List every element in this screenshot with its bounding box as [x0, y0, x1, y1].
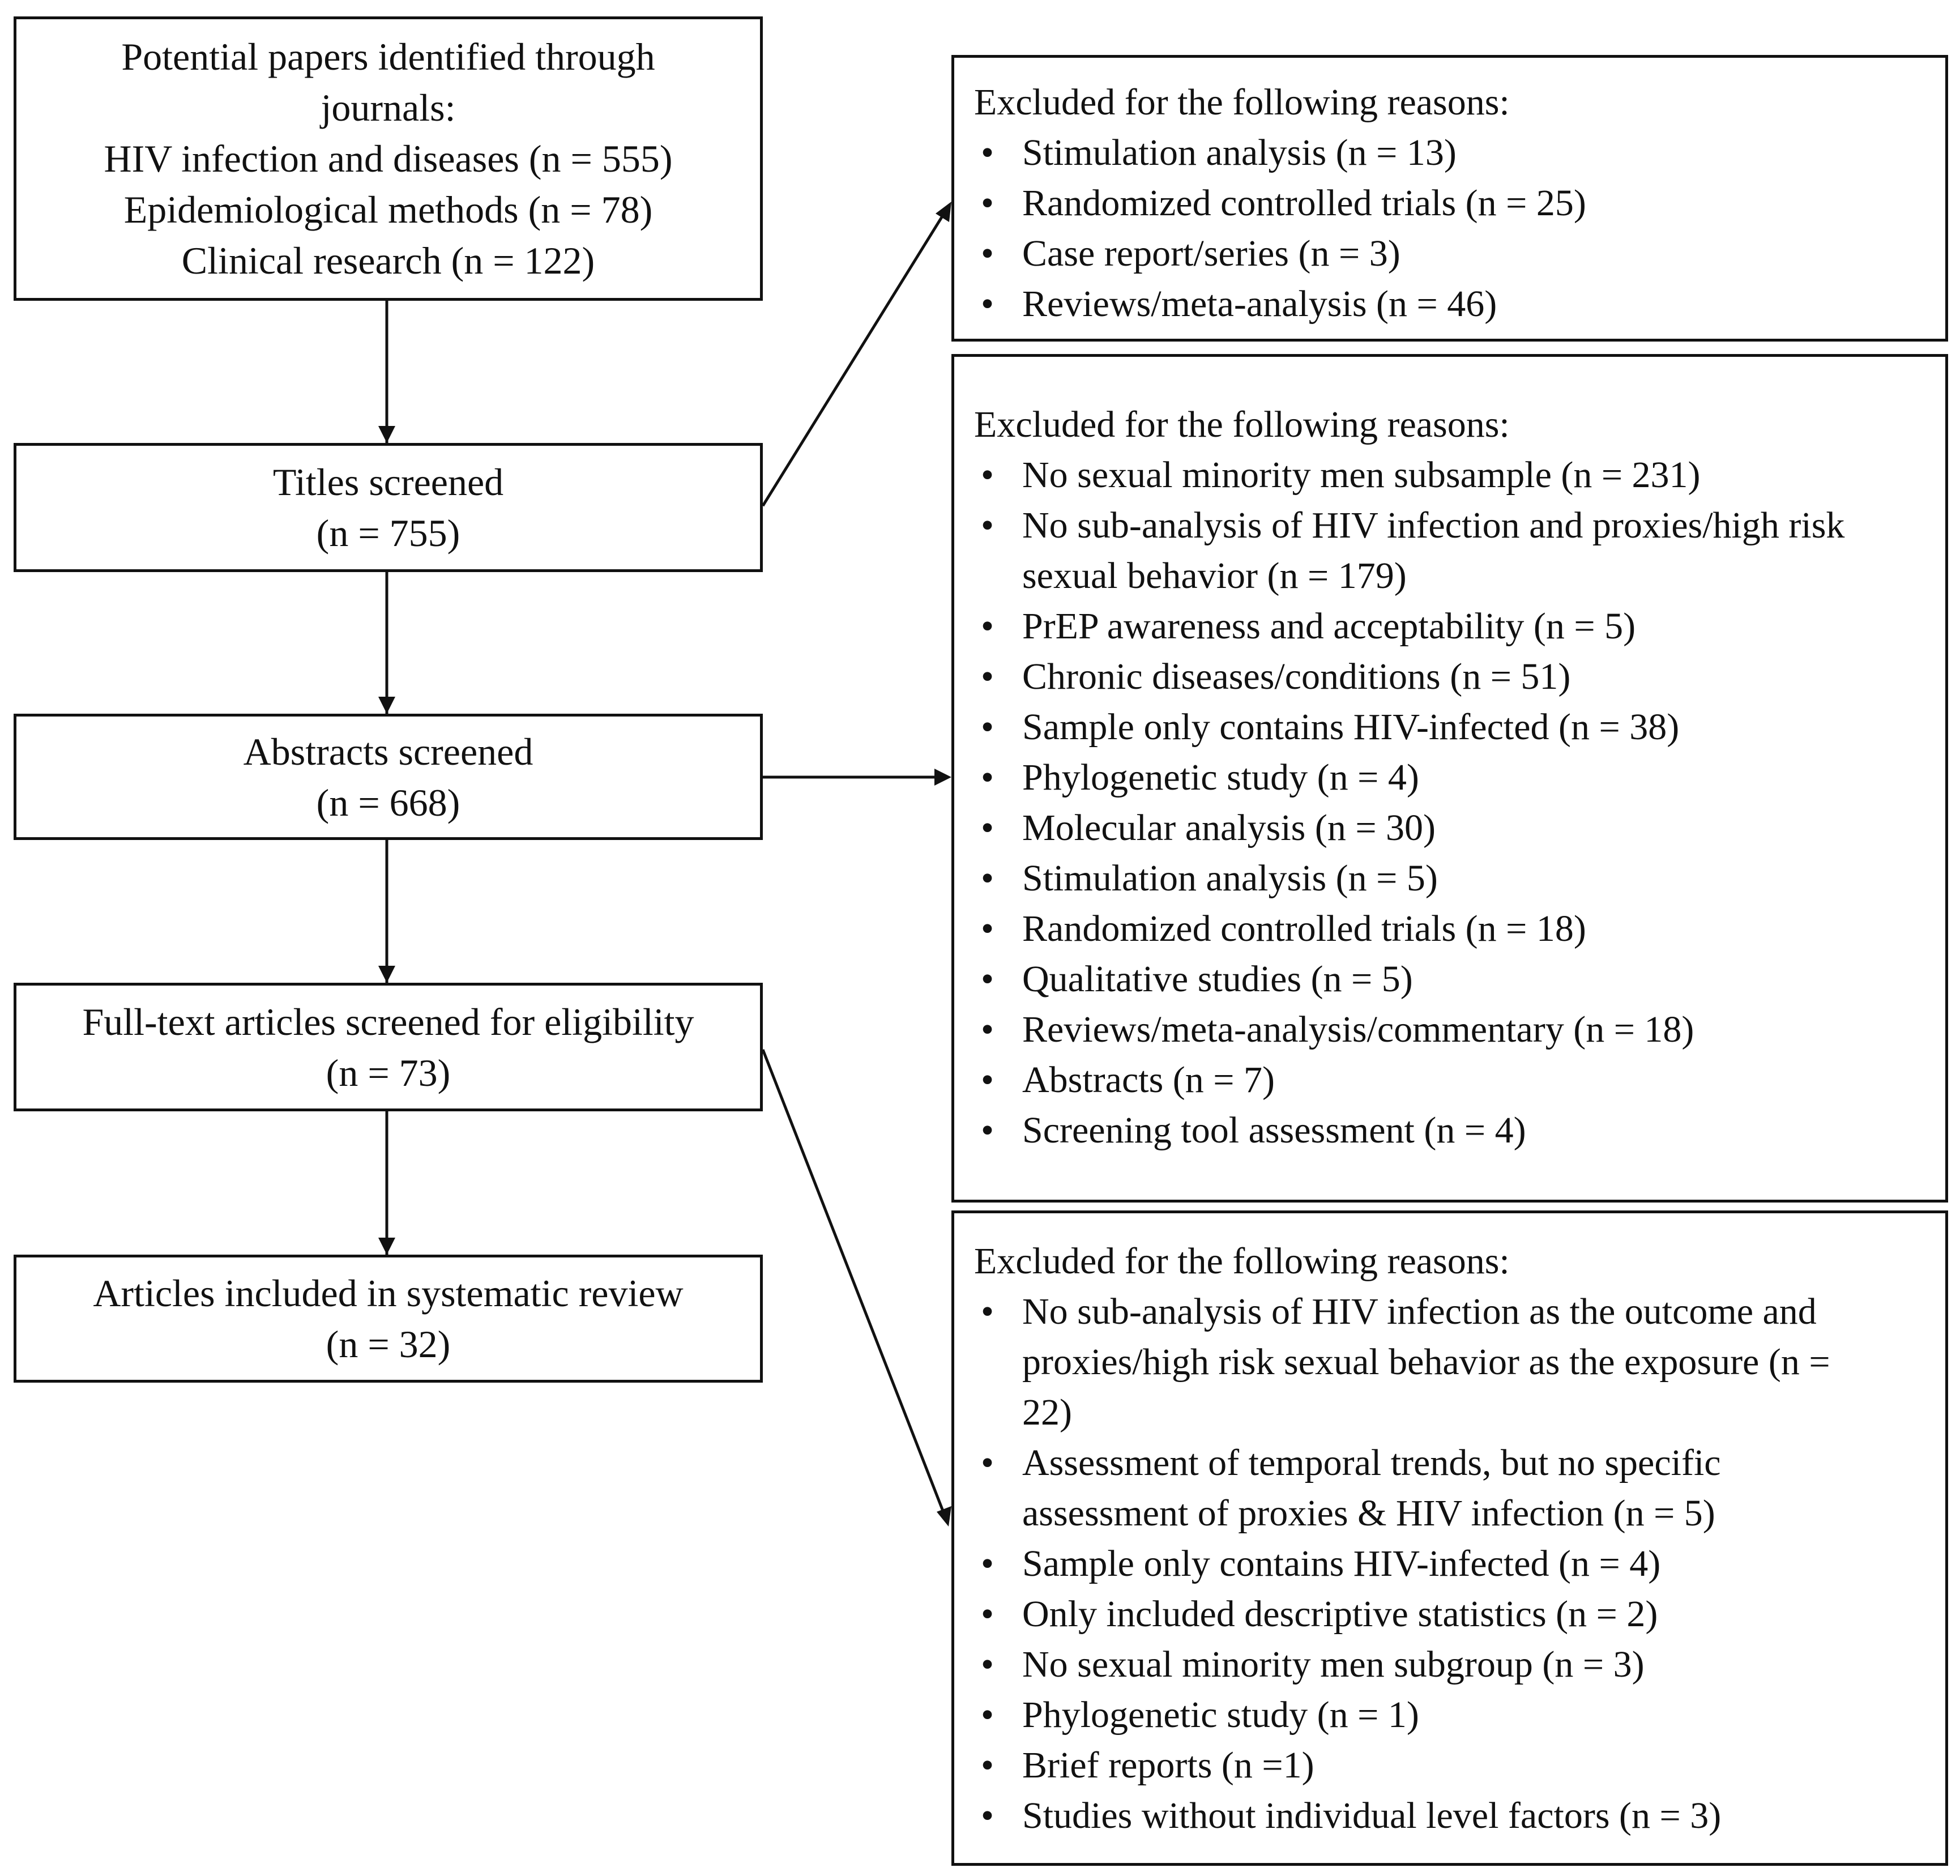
- exclusion-reason: Assessment of temporal trends, but no sp…: [974, 1438, 1860, 1538]
- exclusion-reason-list: No sub-analysis of HIV infection as the …: [974, 1286, 1860, 1841]
- exclusion-reason: Sample only contains HIV-infected (n = 3…: [974, 702, 1911, 752]
- exclusion-reason: Screening tool assessment (n = 4): [974, 1105, 1911, 1156]
- abstracts-screened-count: (n = 668): [316, 781, 460, 824]
- identified-line: journals:: [321, 86, 456, 129]
- exclusion-reason: No sexual minority men subgroup (n = 3): [974, 1639, 1860, 1690]
- exclusion-reason: Molecular analysis (n = 30): [974, 803, 1911, 853]
- exclusion-reason: No sub-analysis of HIV infection as the …: [974, 1286, 1860, 1438]
- abstracts-screened-box: Abstracts screened (n = 668): [14, 714, 763, 840]
- abstracts-screened-label: Abstracts screened: [243, 730, 533, 773]
- arrow-head: [378, 966, 395, 983]
- identified-line: Epidemiological methods (n = 78): [123, 188, 653, 231]
- titles-exclusion-box: Excluded for the following reasons: Stim…: [951, 55, 1948, 342]
- titles-screened-label: Titles screened: [272, 461, 504, 504]
- exclusion-heading: Excluded for the following reasons:: [974, 82, 1510, 123]
- exclusion-reason: Stimulation analysis (n = 5): [974, 853, 1911, 903]
- exclusion-reason: Randomized controlled trials (n = 25): [974, 178, 1945, 228]
- exclusion-reason: Chronic diseases/conditions (n = 51): [974, 651, 1911, 702]
- exclusion-reason: Abstracts (n = 7): [974, 1055, 1911, 1105]
- exclusion-reason: Only included descriptive statistics (n …: [974, 1589, 1860, 1639]
- arrow-head: [936, 202, 951, 222]
- exclusion-reason: No sexual minority men subsample (n = 23…: [974, 450, 1911, 500]
- included-label: Articles included in systematic review: [93, 1272, 684, 1315]
- identified-line: Clinical research (n = 122): [181, 239, 595, 282]
- exclusion-reason: Sample only contains HIV-infected (n = 4…: [974, 1538, 1860, 1589]
- exclusion-reason: Studies without individual level factors…: [974, 1790, 1860, 1841]
- arrow-head: [937, 1506, 951, 1527]
- fulltext-screened-count: (n = 73): [326, 1051, 451, 1094]
- fulltext-screened-label: Full-text articles screened for eligibil…: [82, 1000, 694, 1043]
- exclusion-reason: No sub-analysis of HIV infection and pro…: [974, 500, 1911, 601]
- arrow-head: [378, 1238, 395, 1255]
- titles-screened-box: Titles screened (n = 755): [14, 443, 763, 572]
- arrow-head: [378, 697, 395, 714]
- identified-line: HIV infection and diseases (n = 555): [104, 137, 673, 180]
- exclusion-reason: Randomized controlled trials (n = 18): [974, 903, 1911, 954]
- exclusion-reason: Stimulation analysis (n = 13): [974, 127, 1945, 178]
- exclusion-reason: Qualitative studies (n = 5): [974, 954, 1911, 1004]
- exclusion-heading: Excluded for the following reasons:: [974, 404, 1510, 445]
- arrow-fulltext-to-exclusion: [761, 1049, 946, 1516]
- exclusion-reason-list: Stimulation analysis (n = 13) Randomized…: [974, 127, 1945, 329]
- exclusion-reason: Phylogenetic study (n = 4): [974, 752, 1911, 803]
- exclusion-reason: PrEP awareness and acceptability (n = 5): [974, 601, 1911, 651]
- included-count: (n = 32): [326, 1323, 451, 1366]
- exclusion-reason: Reviews/meta-analysis (n = 46): [974, 279, 1945, 329]
- arrow-head: [378, 426, 395, 443]
- exclusion-reason: Brief reports (n =1): [974, 1740, 1860, 1790]
- titles-screened-count: (n = 755): [316, 511, 460, 555]
- identified-box: Potential papers identified through jour…: [14, 16, 763, 301]
- exclusion-reason: Case report/series (n = 3): [974, 228, 1945, 279]
- fulltext-screened-box: Full-text articles screened for eligibil…: [14, 983, 763, 1111]
- fulltext-exclusion-box: Excluded for the following reasons: No s…: [951, 1210, 1948, 1866]
- exclusion-reason: Phylogenetic study (n = 1): [974, 1690, 1860, 1740]
- exclusion-reason: Reviews/meta-analysis/commentary (n = 18…: [974, 1004, 1911, 1055]
- exclusion-heading: Excluded for the following reasons:: [974, 1240, 1510, 1282]
- abstracts-exclusion-box: Excluded for the following reasons: No s…: [951, 354, 1948, 1203]
- arrow-titles-to-exclusion: [761, 210, 947, 507]
- included-box: Articles included in systematic review (…: [14, 1255, 763, 1383]
- arrow-head: [934, 769, 951, 786]
- identified-line: Potential papers identified through: [121, 35, 655, 78]
- exclusion-reason-list: No sexual minority men subsample (n = 23…: [974, 450, 1911, 1156]
